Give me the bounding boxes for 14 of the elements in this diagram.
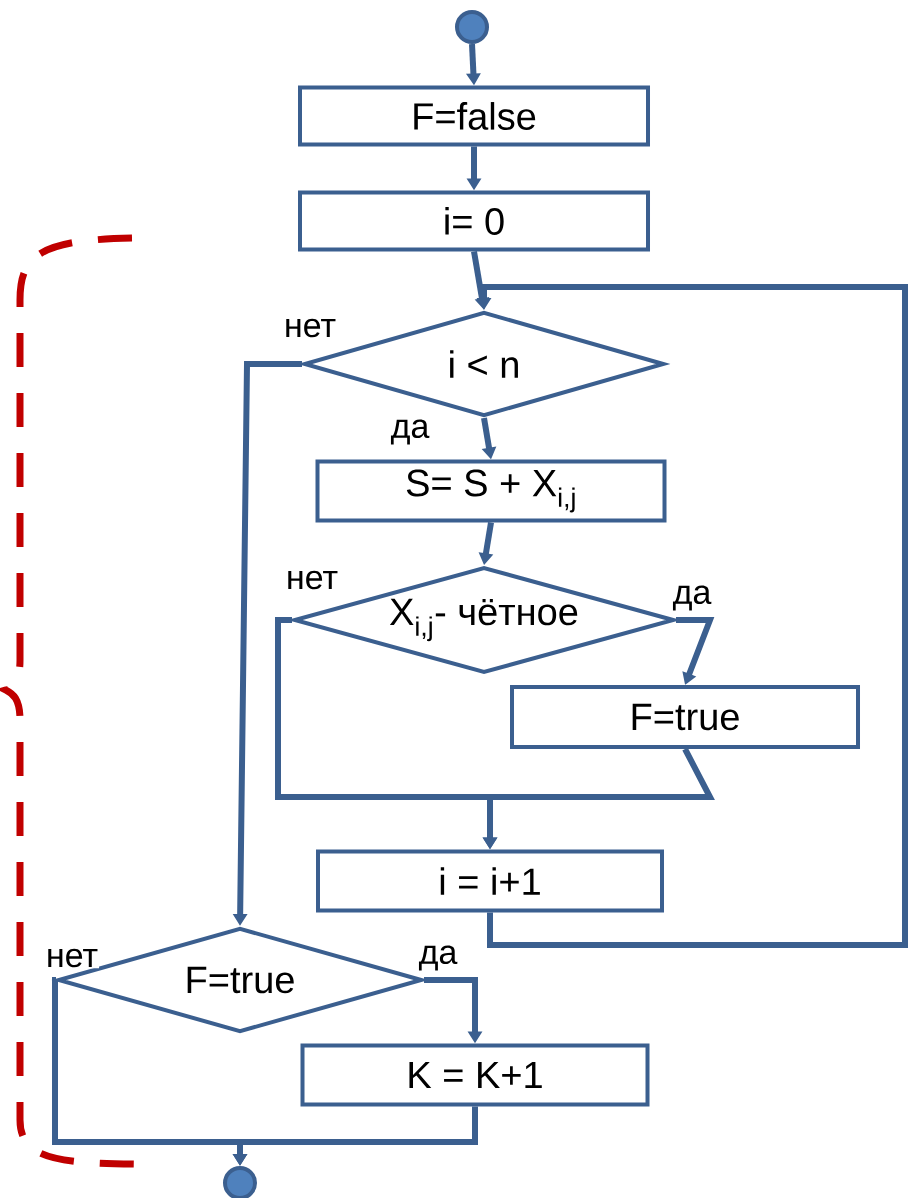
edge-label: да — [671, 584, 713, 612]
edge-label: да — [417, 944, 459, 972]
edge-label: нет — [44, 947, 100, 969]
process-box: F=true — [510, 685, 860, 749]
terminal-circle — [223, 1166, 257, 1198]
process-box: F=false — [298, 85, 650, 147]
process-box: i = i+1 — [316, 849, 664, 913]
process-box: K = K+1 — [300, 1043, 650, 1107]
edge-label: нет — [284, 569, 340, 591]
terminal-circle — [455, 10, 489, 44]
process-box: i= 0 — [298, 190, 650, 252]
edge-label: нет — [282, 317, 338, 339]
edge-label: да — [389, 418, 431, 446]
process-box: S= S + X$_{i,j}$ — [315, 459, 667, 523]
